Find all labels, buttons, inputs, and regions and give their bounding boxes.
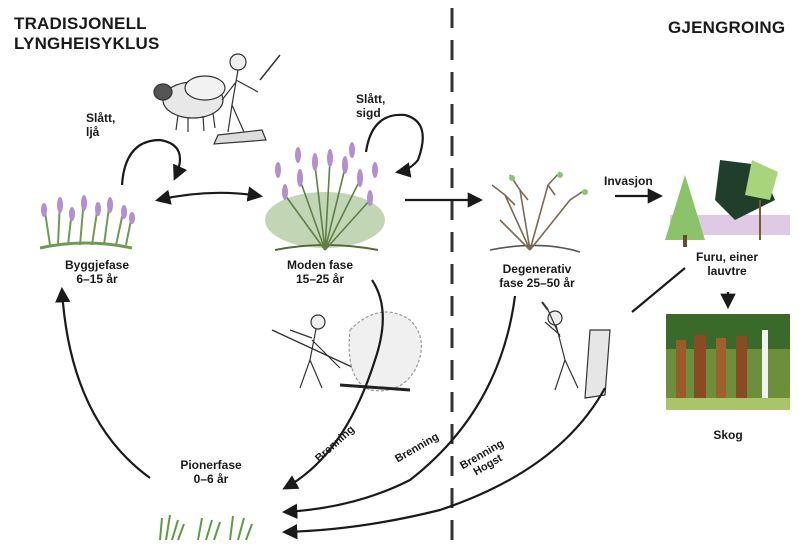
forest-icon [666, 314, 790, 410]
label-degen-age: fase 25–50 år [482, 276, 592, 290]
arrow-bygg-to-moden [158, 193, 260, 200]
label-degen-name: Degenerativ [482, 262, 592, 276]
label-slatt-ljaa-line2: ljå [86, 125, 115, 139]
label-moden-name: Moden fase [270, 258, 370, 272]
label-moden-fase: Moden fase 15–25 år [270, 258, 370, 286]
label-skog: Skog [704, 428, 752, 442]
label-moden-age: 15–25 år [270, 272, 370, 286]
label-pionerfase: Pionerfase 0–6 år [166, 458, 256, 486]
mature-heather-icon [265, 142, 385, 250]
arrow-slatt-ljaa-loop [122, 140, 180, 185]
title-tradisjonell: TRADISJONELL [14, 14, 147, 33]
sprouts-icon [160, 515, 252, 540]
sheep-and-farmer-icon [154, 54, 280, 144]
label-degenerativ-fase: Degenerativ fase 25–50 år [482, 262, 592, 290]
label-invasjon: Invasjon [604, 174, 653, 188]
label-slatt-sigd-line2: sigd [356, 106, 385, 120]
arrow-pioner-to-bygg [62, 290, 150, 478]
label-pioner-name: Pionerfase [166, 458, 256, 472]
degenerate-heather-icon [490, 172, 588, 252]
label-furu-line1: Furu, einer [672, 250, 782, 264]
label-byggjefase: Byggjefase 6–15 år [52, 258, 142, 286]
person-chopping-tree-icon [542, 302, 610, 398]
title-gjengroing: GJENGROING [668, 18, 785, 37]
conifer-trees-icon [665, 160, 790, 247]
label-slatt-ljaa: Slått, ljå [86, 111, 115, 139]
label-slatt-sigd-line1: Slått, [356, 92, 385, 106]
label-byggjefase-age: 6–15 år [52, 272, 142, 286]
label-furu-line2: lauvtre [672, 264, 782, 278]
title-lyngheisyklus: LYNGHEISYKLUS [14, 34, 160, 53]
arrow-brenning-hogst [285, 388, 605, 532]
label-byggjefase-name: Byggjefase [52, 258, 142, 272]
label-pioner-age: 0–6 år [166, 472, 256, 486]
label-slatt-ljaa-line1: Slått, [86, 111, 115, 125]
label-furu-einer-lauvtre: Furu, einer lauvtre [672, 250, 782, 278]
label-slatt-sigd: Slått, sigd [356, 92, 385, 120]
heather-plant-icon [40, 195, 135, 248]
person-burning-heath-icon [272, 312, 421, 391]
